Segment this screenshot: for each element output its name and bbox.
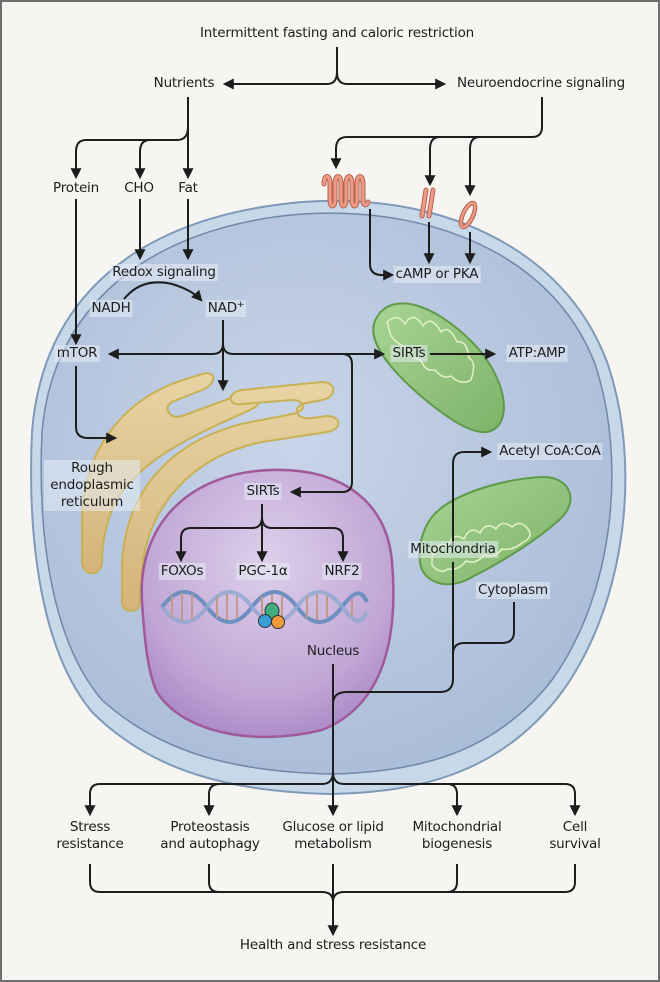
outcome-proteostasis: Proteostasis and autophagy [150,819,270,853]
arrow-to-neuroendocrine [336,71,447,90]
arrow-nad-sirts-nuc [289,353,353,498]
outcome-line2: biogenesis [421,835,493,852]
gpcr-receptor [321,174,371,209]
arrow-nad-sirts-cyto [222,343,386,360]
final-output-label: Health and stress resistance [239,937,427,953]
arrow-gpcr-camp [369,209,395,281]
arrow-to-channel [424,136,441,187]
outcome-line1: Glucose or lipid [282,819,384,835]
fat-label: Fat [178,180,198,196]
outcome-mito-biogenesis: Mitochondrial biogenesis [400,819,515,853]
transcription-factor-blue [258,614,272,628]
arrow-to-protein [70,126,189,180]
arrow-mito-acetyl [452,446,493,547]
tyrosine-kinase-receptor [458,200,478,230]
nad-label: NAD+ [205,300,247,317]
cho-label: CHO [124,180,154,196]
outcome-cell-survival: Cell survival [530,819,620,853]
foxos-label: FOXOs [158,563,206,580]
line-mitobio-final [446,864,458,893]
mitochondria-label: Mitochondria [408,541,498,558]
outcome-line1: Mitochondrial [412,819,502,835]
line-cytoplasm-down [452,602,515,655]
atp-amp-label: ATP:AMP [506,345,568,362]
arrow-to-rtk [464,136,481,197]
outcome-glucose-lipid: Glucose or lipid metabolism [268,819,398,853]
line-stress-final [89,864,334,903]
pgc1a-label: PGC-1α [236,563,290,580]
neuroendocrine-label: Neuroendocrine signaling [456,75,626,91]
arrow-sirts-nrf2 [261,516,349,563]
arrow-nadh-nad [123,281,203,302]
arrows [70,47,581,937]
line-proteo-final [208,864,220,893]
redox-label: Redox signaling [110,264,218,281]
line-mito-down [332,562,454,705]
acetyl-coa-label: Acetyl CoA:CoA [497,443,603,460]
protein-label: Protein [53,180,99,196]
line-cellsurv-final [332,864,576,903]
nucleus-envelope [140,468,395,739]
cytoplasm-label: Cytoplasm [476,582,550,599]
arrow-outcome-mito-bio [332,771,581,817]
input-label: Intermittent fasting and caloric restric… [200,25,474,41]
arrow-to-cho [134,139,151,180]
sirts-cytoplasm-label: SIRTs [390,345,428,362]
rough-er [81,372,340,612]
arrow-neuro-stem [330,97,543,170]
arrow-outcome-stress [84,771,334,817]
ion-channel-receptor [419,187,436,219]
nad-text: NAD [207,300,237,316]
arrow-sirts-foxos [175,516,263,563]
outcome-line1: Cell [562,819,588,835]
nucleus-label: Nucleus [306,643,360,659]
outcome-line1: Stress [69,819,111,835]
outcome-line2: survival [549,835,601,852]
mtor-label: mTOR [54,345,100,362]
outcome-line2: metabolism [294,835,372,852]
arrow-outcome-cell-surv [446,783,463,817]
nadh-label: NADH [89,300,133,317]
transcription-factor-orange [271,615,285,629]
arrow-top-stem [222,47,338,90]
nad-superscript: + [236,300,245,310]
nrf2-label: NRF2 [322,563,362,580]
camp-pka-label: cAMP or PKA [393,266,481,283]
rough-er-label: Rough endoplasmic reticulum [44,460,140,511]
arrow-mtor-er [75,366,118,444]
arrow-outcome-proteostasis [203,783,221,817]
outcome-line1: Proteostasis [170,819,250,835]
sirts-nucleus-label: SIRTs [244,483,282,500]
nucleus [140,468,395,739]
dna-helix [160,590,369,629]
outcome-stress-resistance: Stress resistance [35,819,145,853]
outcome-line2: resistance [56,835,124,852]
outcome-line2: and autophagy [160,835,260,852]
nutrients-label: Nutrients [153,75,215,91]
